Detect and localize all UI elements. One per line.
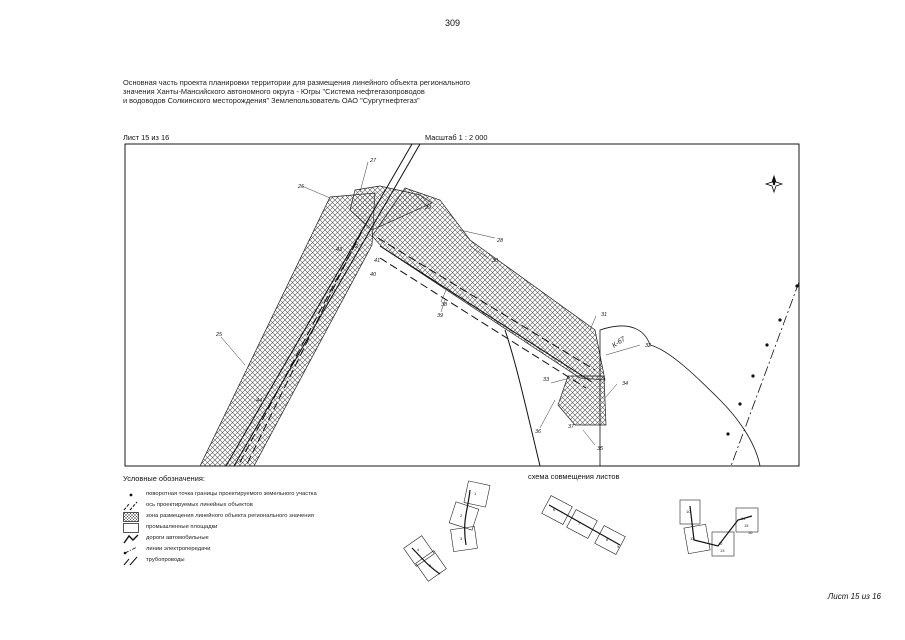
road-curve-south [504,329,541,466]
legend-item-axis: ось проектируемых линейных объектов [123,501,403,511]
legend-label: поворотная точка границы проектируемого … [146,491,317,497]
pipeline-east-3 [379,257,587,389]
point-label-34: 34 [622,381,628,387]
point-label-39: 39 [437,313,443,319]
sheet-scheme [403,480,759,582]
sheet-number: 14 [741,516,746,521]
power-pole [738,402,742,406]
sheet-number: 15 [744,523,749,528]
road-line-a [225,144,413,466]
sheet-number: 4 [417,547,420,552]
footer-sheet-label: Лист 15 из 16 [827,592,881,601]
corridor-zone-diagonal [199,192,376,466]
point-label-40: 40 [370,272,377,278]
point-label-29: 29 [424,205,431,211]
sheet-number: 8 [606,537,609,542]
axis-line-icon [123,501,138,511]
sheet-number: 2 [460,513,463,518]
document-title-line-3: и водоводов Солкинского месторождения" З… [123,96,420,105]
point-label-35: 35 [597,446,604,452]
industrial-pad-outline [599,325,761,466]
point-label-42: 42 [352,244,358,250]
legend-item-pipeline: трубопроводы [123,556,403,566]
corridor-zone-east [371,187,606,381]
sheet-number: 9 [617,544,620,549]
sheet-label: Лист 15 из 16 [123,133,170,142]
sheet-number: 5 [429,563,432,568]
pad-label: К-67 [611,335,628,350]
corridor-zone-south [557,375,607,426]
power-pole [795,284,799,288]
legend-item-road: дороги автомобильные [123,534,403,544]
legend-label: трубопроводы [146,557,185,563]
power-line-icon [123,546,138,555]
pipeline-east-2 [379,245,593,383]
point-label-37: 37 [568,424,575,430]
road-icon [123,534,139,544]
legend-item-turn-point: поворотная точка границы проектируемого … [123,490,403,500]
point-label-43: 43 [336,247,343,253]
sheet-scheme-numbers: 1 2 3 4 5 6 7 8 9 10 11 12 13 14 15 16 [417,491,753,568]
power-pole [751,374,755,378]
sheet-number: 12 [718,541,723,546]
pipeline-diagonal-2 [245,229,363,466]
point-label-30: 30 [492,258,499,264]
sheet-number: 6 [553,507,556,512]
scheme-title: схема совмещения листов [528,472,620,481]
document-title-line-2: значения Ханты-Мансийского автономного о… [123,87,425,96]
point-label-38: 38 [441,302,448,308]
scale-label: Масштаб 1 : 2 000 [425,133,488,142]
legend-label: зона размещения линейного объекта регион… [146,513,314,519]
power-pole [778,318,782,322]
point-label-44: 44 [256,398,262,404]
legend-item-zone: зона размещения линейного объекта регион… [123,512,403,522]
sheet-number: 11 [690,536,695,541]
point-label-27: 27 [369,158,377,164]
point-label-33: 33 [543,377,550,383]
pipeline-diagonal-1 [237,221,368,466]
sheet-number: 3 [460,536,463,541]
legend-label: ось проектируемых линейных объектов [146,502,253,508]
point-label-36: 36 [535,429,542,435]
point-label-25: 25 [215,332,223,338]
sheet-number: 16 [748,530,753,535]
point-label-31: 31 [601,312,607,318]
legend-title: Условные обозначения: [123,474,205,483]
power-pole [765,343,769,347]
point-label-26: 26 [297,184,305,190]
point-label-28: 28 [496,238,504,244]
hatched-zone-icon [123,512,139,522]
pipeline-icon [123,556,138,566]
road-line-b [233,144,421,466]
power-line [730,281,799,466]
document-title-line-1: Основная часть проекта планировки террит… [123,78,471,87]
legend-label: дороги автомобильные [146,535,209,541]
sheet-number: 7 [578,521,581,526]
sheet-number: 13 [720,548,725,553]
sheet-number: 10 [686,509,691,514]
point-label-32: 32 [645,343,651,349]
legend-label: линии электропередачи [146,546,211,552]
page-number: 309 [444,18,461,28]
sheet-number: 1 [474,491,477,496]
industrial-site-icon [123,523,139,533]
legend-item-power: линии электропередачи [123,545,403,555]
pipeline-east-1 [377,237,596,371]
legend-item-industrial: промышленные площадки [123,523,403,533]
compass-icon [764,174,784,194]
point-label-41: 41 [374,258,380,264]
power-pole [726,432,730,436]
legend-label: промышленные площадки [146,524,218,530]
map-frame [124,143,800,467]
dot-icon [129,493,133,497]
